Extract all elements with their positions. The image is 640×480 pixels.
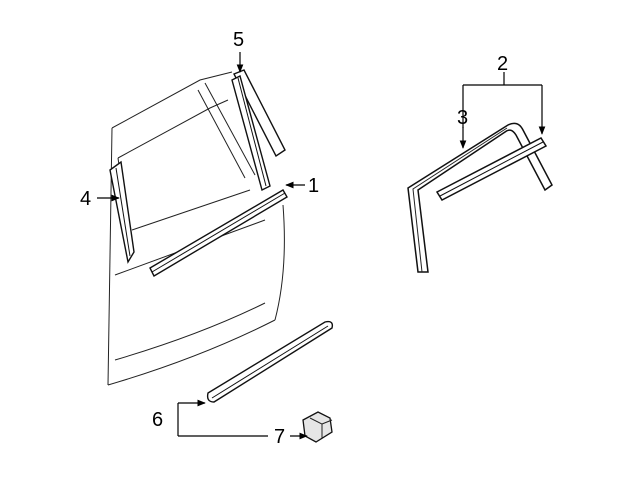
callout-2: 2 xyxy=(497,53,508,75)
part-1-belt-molding[interactable] xyxy=(149,189,288,277)
part-5-window-channel[interactable] xyxy=(231,69,286,192)
callout-3: 3 xyxy=(457,107,468,129)
part-4-pillar-molding[interactable] xyxy=(109,160,135,264)
callout-7: 7 xyxy=(274,426,285,448)
callout-6: 6 xyxy=(152,409,163,431)
part-2-window-molding[interactable] xyxy=(435,137,548,201)
callout-4: 4 xyxy=(80,188,91,210)
leader-6-7 xyxy=(177,399,308,440)
part-3-door-frame-seal[interactable] xyxy=(407,122,553,273)
door-outline xyxy=(107,71,285,386)
callout-1: 1 xyxy=(308,175,319,197)
part-7-clip[interactable] xyxy=(302,411,333,443)
callout-5: 5 xyxy=(233,29,244,51)
part-6-body-molding[interactable] xyxy=(206,320,334,403)
leader-2 xyxy=(459,72,546,149)
